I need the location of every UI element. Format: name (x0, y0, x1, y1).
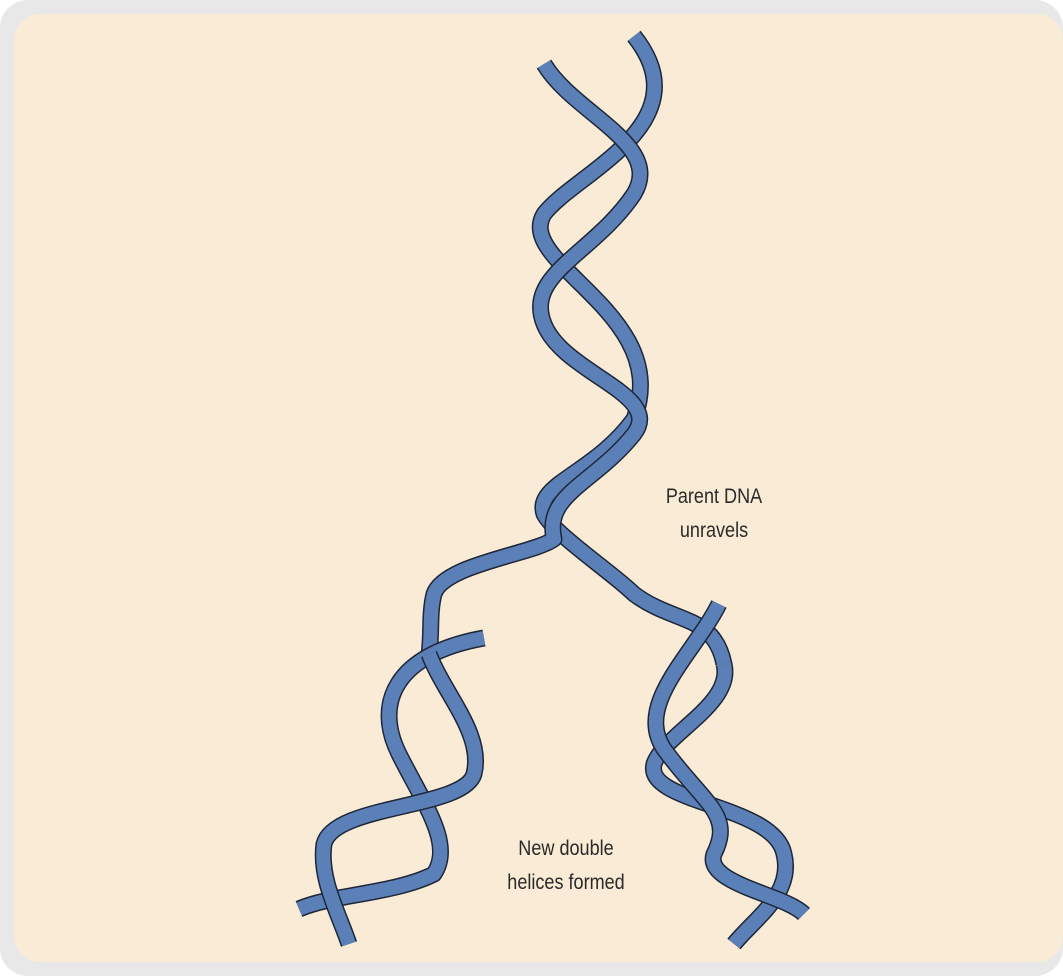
parent-dna-label-line1: Parent DNA (645, 480, 783, 514)
new-helices-label-line2: helices formed (480, 866, 652, 900)
new-helices-label-line1: New double (480, 832, 652, 866)
panel-background (14, 14, 1063, 962)
diagram-panel: Parent DNA unravels New double helices f… (14, 14, 1063, 962)
parent-dna-label-line2: unravels (645, 514, 783, 548)
parent-dna-label: Parent DNA unravels (645, 480, 783, 548)
dna-replication-diagram (14, 14, 1063, 962)
new-helices-label: New double helices formed (480, 832, 652, 900)
